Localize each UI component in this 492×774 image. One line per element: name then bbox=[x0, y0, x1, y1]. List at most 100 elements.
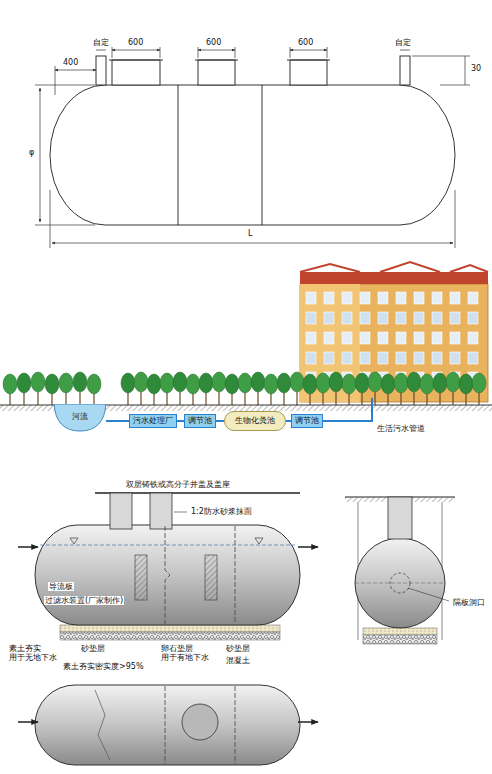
tree-crown bbox=[433, 373, 447, 393]
tree-trunk bbox=[140, 392, 141, 405]
window bbox=[378, 332, 388, 344]
tree-trunk bbox=[361, 392, 362, 405]
tree-crown bbox=[355, 373, 369, 393]
window bbox=[342, 312, 352, 324]
pipe-label: 生活污水管道 bbox=[376, 424, 426, 433]
tree-crown bbox=[59, 373, 73, 393]
node-text: 河流 bbox=[54, 413, 106, 422]
window bbox=[378, 292, 388, 304]
window bbox=[414, 352, 424, 364]
pipe-connector bbox=[177, 420, 184, 422]
window bbox=[306, 352, 316, 364]
pipe-connector bbox=[216, 420, 224, 422]
regulating-tank-box: 调节池 bbox=[291, 414, 323, 429]
dimension-text: 400 bbox=[62, 58, 79, 67]
tree-crown bbox=[3, 374, 17, 394]
window bbox=[324, 312, 334, 324]
regulating-tank-box: 调节池 bbox=[184, 414, 216, 429]
window bbox=[450, 352, 460, 364]
window bbox=[468, 332, 478, 344]
window bbox=[324, 352, 334, 364]
tree-crown bbox=[459, 374, 473, 394]
window bbox=[360, 312, 370, 324]
tree-trunk bbox=[37, 392, 38, 405]
plan-view bbox=[18, 685, 318, 765]
trees bbox=[3, 372, 486, 405]
window bbox=[432, 332, 442, 344]
tree-trunk bbox=[218, 392, 219, 405]
tree-crown bbox=[446, 372, 460, 392]
tree-crown bbox=[407, 372, 421, 392]
window bbox=[360, 352, 370, 364]
part-label: 素土夯实 用于无地下水 bbox=[8, 644, 60, 662]
tree-trunk bbox=[283, 392, 284, 405]
tree-trunk bbox=[452, 392, 453, 405]
tree-trunk bbox=[205, 392, 206, 405]
tree-crown bbox=[199, 373, 213, 393]
tree-crown bbox=[277, 373, 291, 393]
tree-trunk bbox=[478, 392, 479, 405]
tree-crown bbox=[147, 374, 161, 394]
tree-trunk bbox=[166, 392, 167, 405]
dimension-text: 自定 bbox=[92, 38, 110, 47]
part-label: 过滤水装置(厂家制作) bbox=[44, 596, 124, 605]
window bbox=[342, 352, 352, 364]
sewer-pipe bbox=[322, 398, 372, 421]
tree-crown bbox=[251, 372, 265, 392]
part-label: 导流板 bbox=[48, 582, 74, 591]
part-label: 素土夯实密实度>95% bbox=[62, 662, 144, 671]
tree-crown bbox=[420, 374, 434, 394]
part-label: 砂垫层 bbox=[225, 644, 251, 653]
tree-crown bbox=[303, 374, 317, 394]
dimension-lines bbox=[35, 47, 470, 248]
tree-trunk bbox=[257, 392, 258, 405]
tree-crown bbox=[160, 373, 174, 393]
tree-trunk bbox=[322, 392, 323, 405]
window bbox=[396, 312, 406, 324]
tree-trunk bbox=[127, 392, 128, 405]
window bbox=[324, 332, 334, 344]
tree-trunk bbox=[400, 392, 401, 405]
window bbox=[396, 352, 406, 364]
tree-crown bbox=[87, 374, 101, 394]
part-label: 卵石垫层 用于有地下水 bbox=[160, 644, 212, 662]
tree-crown bbox=[45, 374, 59, 394]
tree-trunk bbox=[23, 392, 24, 405]
tree-crown bbox=[394, 373, 408, 393]
part-label: 砂垫层 bbox=[80, 644, 106, 653]
window bbox=[450, 312, 460, 324]
end-section bbox=[345, 497, 455, 644]
dimension-text: 600 bbox=[205, 38, 222, 47]
window bbox=[342, 292, 352, 304]
tree-crown bbox=[173, 372, 187, 392]
dimension-text: 30 bbox=[470, 64, 482, 73]
tree-crown bbox=[212, 372, 226, 392]
dimension-text: 自定 bbox=[394, 38, 412, 47]
tree-crown bbox=[121, 373, 135, 393]
tree-trunk bbox=[79, 392, 80, 405]
part-label: 隔板洞口 bbox=[452, 598, 486, 607]
part-label: 1:2防水砂浆抹面 bbox=[190, 507, 253, 516]
tree-trunk bbox=[439, 392, 440, 405]
window bbox=[378, 312, 388, 324]
window bbox=[432, 312, 442, 324]
window bbox=[396, 292, 406, 304]
window bbox=[468, 352, 478, 364]
part-label: 混凝土 bbox=[225, 656, 251, 665]
window bbox=[378, 352, 388, 364]
tree-trunk bbox=[335, 392, 336, 405]
tree-crown bbox=[17, 373, 31, 393]
river-basin: 河流 bbox=[54, 404, 106, 432]
tree-crown bbox=[316, 373, 330, 393]
window bbox=[306, 332, 316, 344]
tree-trunk bbox=[179, 392, 180, 405]
tree-crown bbox=[31, 372, 45, 392]
tree-trunk bbox=[296, 392, 297, 405]
window bbox=[360, 292, 370, 304]
tree-crown bbox=[381, 374, 395, 394]
window bbox=[468, 312, 478, 324]
tree-trunk bbox=[65, 392, 66, 405]
septic-tank-capsule: 生物化粪池 bbox=[224, 411, 286, 432]
tree-crown bbox=[73, 372, 87, 392]
node-text: 污水处理厂 bbox=[133, 417, 173, 426]
